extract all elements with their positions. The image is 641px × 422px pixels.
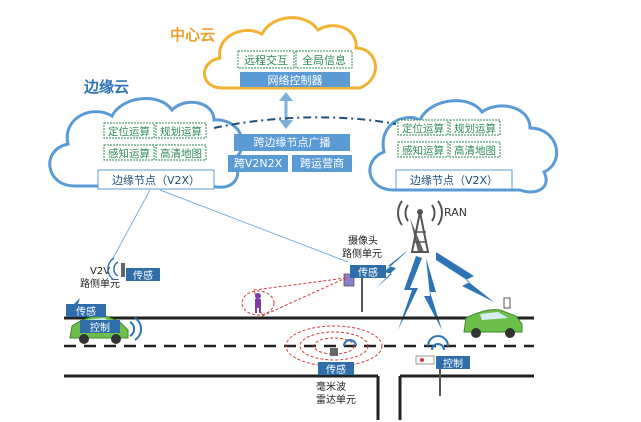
right-hd-map-label: 高清地图 (454, 144, 496, 157)
left-car-sense-label: 传感 (76, 305, 96, 318)
remote-interaction-box (237, 50, 295, 69)
radar-label: 毫米波 (316, 380, 346, 393)
left-perception-label: 感知运算 (108, 147, 150, 160)
camera-label: 摄像头 (348, 234, 378, 247)
left-perception-box (103, 144, 155, 161)
v2v-wifi-icon (107, 257, 125, 281)
left-car-control-tag (80, 320, 120, 333)
camera-sense-label: 传感 (358, 266, 378, 279)
left-hd-map-label: 高清地图 (160, 147, 202, 160)
left-car-sense-tag (66, 304, 106, 317)
road (64, 316, 534, 420)
control-unit-tag (436, 356, 470, 369)
camera-sense-tag (350, 265, 386, 278)
right-planning-box (449, 119, 501, 136)
left-positioning-label: 定位运算 (108, 125, 150, 138)
ran-tower (397, 200, 443, 253)
v2v-label: V2V (90, 266, 110, 277)
left-edge-node-label: 边缘节点（V2X） (112, 174, 200, 187)
lightning-to-radar (398, 256, 422, 330)
radar-rsu-label: 雷达单元 (316, 394, 356, 406)
right-edge-cloud: 定位运算 规划运算 感知运算 高清地图 边缘节点（V2X） (368, 99, 559, 194)
left-node-to-camera-line (159, 189, 349, 263)
broadcast-box (234, 134, 350, 151)
center-cloud-title: 中心云 (170, 26, 215, 44)
cross-edge-broadcast: 跨边缘节点广播 跨V2N2X 跨运营商 (213, 116, 397, 172)
right-planning-label: 规划运算 (454, 122, 496, 135)
left-hd-map-box (155, 144, 207, 161)
left-planning-box (155, 122, 207, 139)
operator-label: 跨运营商 (300, 156, 344, 170)
left-positioning-box (103, 122, 155, 139)
camera-rsu-label: 路侧单元 (342, 247, 382, 260)
left-edge-node-box (97, 169, 215, 190)
v2n2x-box (228, 155, 288, 172)
right-positioning-box (397, 119, 449, 136)
right-perception-box (397, 141, 449, 158)
left-node-to-v2v-line (111, 189, 151, 261)
right-edge-node-box (395, 169, 513, 190)
v2v-sense-tag (126, 268, 160, 281)
lightning-to-car (436, 252, 494, 302)
lightning-to-control (424, 258, 442, 330)
radar-sense-label: 传感 (326, 363, 346, 376)
right-car (463, 297, 523, 338)
center-cloud: 中心云 远程交互 全局信息 网络控制器 (170, 16, 377, 90)
network-controller-box (240, 72, 350, 87)
broadcast-label: 跨边缘节点广播 (254, 135, 331, 149)
left-car-wifi-icon (129, 317, 142, 341)
v2v-rsu-label: 路侧单元 (80, 277, 120, 290)
global-info-label: 全局信息 (302, 53, 346, 67)
operator-box (292, 155, 352, 172)
right-hd-map-box (449, 141, 501, 158)
radar-sense-tag (318, 362, 354, 375)
right-positioning-label: 定位运算 (402, 122, 444, 135)
right-perception-label: 感知运算 (402, 144, 444, 157)
pedestrian-icon (255, 293, 261, 313)
ran-label: RAN (444, 206, 467, 219)
remote-interaction-label: 远程交互 (244, 53, 288, 67)
lightning-to-camera (376, 250, 408, 288)
v2v-sense-label: 传感 (133, 269, 153, 282)
radar-unit-icon (330, 339, 357, 356)
center-edge-link-arrow (279, 92, 293, 129)
global-info-box (295, 50, 353, 69)
edge-cloud-label: 边缘云 (83, 78, 129, 96)
left-planning-label: 规划运算 (160, 125, 202, 138)
right-edge-node-label: 边缘节点（V2X） (410, 174, 498, 187)
v2n2x-label: 跨V2N2X (234, 157, 283, 170)
camera-pole (343, 272, 363, 312)
network-controller-label: 网络控制器 (268, 73, 323, 87)
left-car-control-label: 控制 (90, 321, 110, 334)
control-unit-label: 控制 (443, 357, 463, 370)
left-edge-cloud: 定位运算 规划运算 感知运算 高清地图 边缘节点（V2X） (48, 97, 244, 190)
